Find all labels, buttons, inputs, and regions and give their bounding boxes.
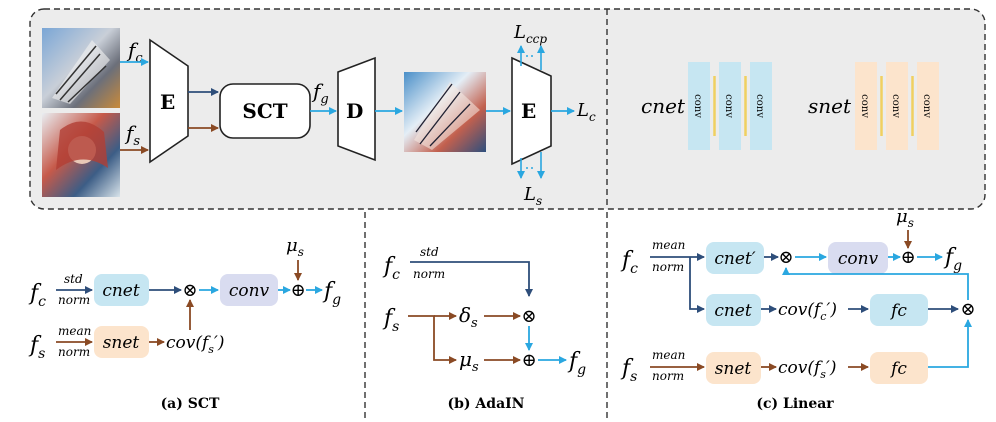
encoder-block (149, 38, 189, 164)
a-fg-label: fg (322, 279, 341, 308)
c-fc-box-2-label: fc (889, 359, 907, 379)
a-oplus: ⊕ (290, 280, 305, 301)
c-cnet-prime-label: cnet′ (714, 249, 755, 269)
b-fs-branch (408, 315, 457, 364)
a-otimes: ⊗ (182, 280, 197, 301)
a-cov-label: cov(fs′) (166, 333, 224, 356)
c-fc-box-1 (870, 294, 928, 326)
caption-a: (a) SCT (161, 396, 220, 412)
a-mu-label: μs (286, 235, 304, 259)
caption-b: (b) AdaIN (448, 396, 525, 412)
c-fc-box-1-label: fc (889, 301, 907, 321)
c-fc-branch (689, 257, 705, 313)
c-cnet-label: cnet (714, 301, 752, 321)
snet-conv-stack: conv conv conv (855, 62, 939, 150)
a-norm2: norm (58, 345, 90, 359)
snet-conv-2: conv (890, 94, 901, 118)
c-mu-label: μs (896, 206, 914, 230)
c-fc-label: fc (620, 248, 638, 277)
panel-a: fc std norm cnet ⊗ conv ⊕ μs fg fs mean … (28, 235, 341, 412)
b-fg-label: fg (567, 349, 586, 378)
loss-encoder-label: E (521, 99, 536, 123)
b-mu-label: μs (459, 347, 479, 375)
lccp-label: Lccp (513, 22, 547, 46)
lc-label: Lc (576, 100, 596, 124)
output-image (404, 72, 486, 152)
b-fc-label: fc (382, 254, 400, 283)
content-image (42, 28, 120, 108)
b-std: std (420, 245, 439, 259)
snet-detail-label: snet (808, 94, 852, 118)
cnet-detail-label: cnet (641, 94, 686, 118)
c-otimes-2: ⊗ (960, 299, 975, 320)
cnet-conv-1: conv (692, 94, 703, 118)
b-norm: norm (413, 267, 445, 281)
c-otimes-1: ⊗ (778, 247, 793, 268)
cnet-conv-stack: conv conv conv (688, 62, 772, 150)
caption-c: (c) Linear (756, 396, 834, 412)
b-delta-label: δs (459, 303, 478, 331)
loss-encoder-block (511, 56, 552, 166)
b-fs-label: fs (382, 306, 399, 335)
c-conv-label: conv (838, 249, 879, 269)
c-fg-label: fg (943, 245, 962, 274)
a-fc-label: fc (28, 281, 46, 310)
c-cov-s-label: cov(fs′) (778, 358, 836, 381)
decoder-block (337, 56, 376, 162)
c-fc-box-2 (870, 352, 928, 384)
panel-c: fc mean norm cnet′ ⊗ conv ⊕ μs fg cnet c… (620, 206, 976, 412)
b-otimes: ⊗ (521, 306, 536, 327)
a-conv-box (220, 274, 278, 306)
a-mean: mean (58, 324, 91, 338)
a-fs-label: fs (28, 333, 45, 362)
decoder-label: D (346, 99, 363, 123)
snet-conv-1: conv (859, 94, 870, 118)
snet-conv-3: conv (921, 94, 932, 118)
c-cnet-prime-box (706, 242, 764, 274)
style-image (42, 113, 120, 197)
panel-b: fc std norm fs δs ⊗ μs ⊕ fg (b) AdaIN (382, 245, 586, 412)
c-fc2-to-mult (928, 319, 972, 368)
c-mean: mean (652, 238, 685, 252)
c-fs-label: fs (620, 356, 637, 385)
a-snet-box (94, 326, 149, 358)
a-cnet-label: cnet (102, 281, 140, 301)
a-norm: norm (58, 293, 90, 307)
cnet-conv-3: conv (754, 94, 765, 118)
c-cnet-box (706, 294, 761, 326)
b-fc-path (410, 261, 533, 297)
c-mult2-feedback (782, 267, 969, 300)
c-oplus: ⊕ (900, 247, 915, 268)
b-oplus: ⊕ (521, 350, 536, 371)
encoder-label: E (160, 90, 175, 114)
c-conv-box (828, 242, 888, 274)
ls-label: Ls (523, 184, 542, 208)
a-cnet-box (94, 274, 149, 306)
c-mean2: mean (652, 348, 685, 362)
c-norm: norm (652, 260, 684, 274)
a-std: std (64, 272, 83, 286)
a-conv-label: conv (229, 281, 270, 301)
sct-label: SCT (242, 99, 287, 123)
c-snet-box (706, 352, 761, 384)
c-snet-label: snet (715, 359, 752, 379)
a-snet-label: snet (103, 333, 140, 353)
cnet-conv-2: conv (723, 94, 734, 118)
c-cov-c-label: cov(fc′) (778, 300, 837, 323)
c-norm2: norm (652, 369, 684, 383)
